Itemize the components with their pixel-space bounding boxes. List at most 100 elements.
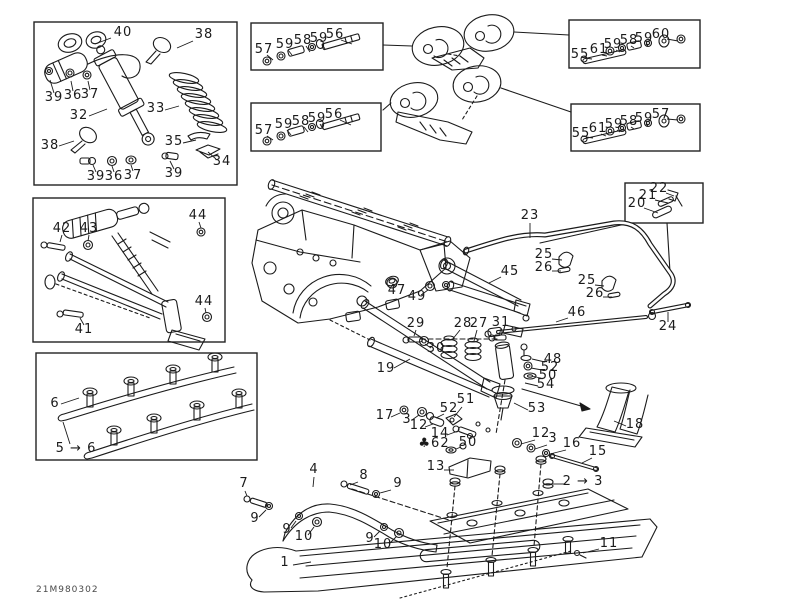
ski-leg-drawing xyxy=(578,382,649,448)
fastener-row-lower-left-drawing xyxy=(262,113,361,146)
callout-leader-line xyxy=(411,414,420,421)
callout-label: 36 xyxy=(64,88,83,103)
callout-leader-line xyxy=(446,430,459,436)
callout-label: 43 xyxy=(80,221,99,236)
callout-label: 47 xyxy=(388,283,407,298)
callout-leader-line xyxy=(349,481,359,486)
callout-label: 25 xyxy=(578,273,597,288)
callout-label: 31 xyxy=(492,315,511,330)
callout-leader-line xyxy=(615,49,621,53)
callout-label: 34 xyxy=(213,154,232,169)
callout-label: 50 xyxy=(539,368,558,383)
callout-label: 1 xyxy=(280,555,289,570)
callout-leader-line xyxy=(666,38,679,42)
callout-label: 48 xyxy=(544,352,563,367)
callout-leader-line xyxy=(339,119,352,126)
callout-leader-line xyxy=(92,164,97,173)
callout-label: 41 xyxy=(75,322,94,337)
callout-label: 26 xyxy=(535,260,554,275)
callout-leader-line xyxy=(582,548,600,554)
front-frame-drawing xyxy=(251,179,471,341)
callout-label: 46 xyxy=(568,305,587,320)
stabilizer-bar-drawing xyxy=(462,220,692,316)
callout-leader-line xyxy=(244,490,248,497)
callout-label: 21 xyxy=(639,188,658,203)
ball-joint-stack-drawing xyxy=(502,324,537,380)
callout-leader-line xyxy=(204,307,207,314)
callout-label: 33 xyxy=(147,101,166,116)
callout-leader-line xyxy=(455,446,462,450)
callout-leader-line xyxy=(130,164,134,172)
lower-hardware-left-drawing xyxy=(399,405,491,454)
callout-label: 3 xyxy=(402,412,411,427)
callout-label: 14 xyxy=(431,426,450,441)
callout-leader-line xyxy=(198,221,202,229)
callout-leader-line xyxy=(498,328,502,336)
callout-leader-line xyxy=(613,420,627,427)
callout-label: 59 xyxy=(635,111,654,126)
callout-label: 9 xyxy=(282,522,291,537)
callout-label: 58 xyxy=(292,114,311,129)
callout-leader-line xyxy=(601,54,608,57)
callout-label: 59 xyxy=(276,37,295,52)
callout-leader-line xyxy=(169,160,175,170)
callout-leader-line xyxy=(654,199,669,204)
callout-label: 9 xyxy=(250,511,259,526)
callout-label: 36 xyxy=(105,169,124,184)
detail-box-frames xyxy=(32,19,704,461)
callout-label: 49 xyxy=(408,289,427,304)
callout-label: 38 xyxy=(41,138,60,153)
callout-leader-line xyxy=(340,39,353,45)
callout-leader-line xyxy=(393,358,411,369)
cap-part xyxy=(57,33,83,53)
spring-seat-part xyxy=(195,144,221,159)
callout-leader-line xyxy=(94,37,112,45)
callout-label: 39 xyxy=(87,169,106,184)
callout-label: 20 xyxy=(628,196,647,211)
callout-label: 38 xyxy=(195,27,214,42)
callout-leader-line xyxy=(584,57,593,60)
callout-leader-line xyxy=(286,129,292,136)
callout-label: 13 xyxy=(427,459,446,474)
callout-leader-line xyxy=(520,439,536,445)
fastener-row-upper-right-drawing xyxy=(580,34,686,65)
callout-label: 17 xyxy=(376,408,395,423)
callout-leader-line xyxy=(379,489,392,494)
callout-leader-line xyxy=(665,192,675,197)
callout-label: 28 xyxy=(454,316,473,331)
callout-label: 54 xyxy=(537,377,556,392)
callout-label: 2 → 3 xyxy=(563,474,604,489)
callout-leader-line xyxy=(164,105,180,111)
callout-leader-line xyxy=(420,289,429,296)
callout-label: 29 xyxy=(407,316,426,331)
suspension-module-drawing xyxy=(40,202,213,351)
callout-leader-line xyxy=(319,123,324,130)
coil-spring-part xyxy=(168,72,228,133)
callout-label: 55 xyxy=(571,47,590,62)
callout-label: 57 xyxy=(255,42,274,57)
callout-label: 60 xyxy=(652,27,671,42)
callout-leader-line xyxy=(600,133,607,137)
callout-leader-line xyxy=(616,129,621,133)
callout-leader-line xyxy=(312,476,315,488)
detail-box-shock xyxy=(33,21,238,186)
callout-label: 51 xyxy=(457,392,476,407)
callout-label: 39 xyxy=(45,90,64,105)
runner-studs-drawing xyxy=(57,352,255,460)
callout-circle xyxy=(463,14,515,52)
callout-label: 57 xyxy=(255,123,274,138)
callout-label: 59 xyxy=(604,37,623,52)
callout-leader-line xyxy=(531,375,541,379)
lower-hardware-right-drawing xyxy=(511,437,600,489)
steering-arm-upper xyxy=(431,47,485,71)
callout-label: 58 xyxy=(620,114,639,129)
callout-leader-line xyxy=(488,276,502,284)
callout-circle xyxy=(452,65,502,103)
callout-label: 52 xyxy=(541,360,560,375)
callout-leader-line xyxy=(321,43,326,50)
clip-part xyxy=(187,131,211,141)
callout-leader-line xyxy=(645,123,649,127)
callout-leader-line xyxy=(585,136,594,139)
callout-circle xyxy=(389,82,439,118)
